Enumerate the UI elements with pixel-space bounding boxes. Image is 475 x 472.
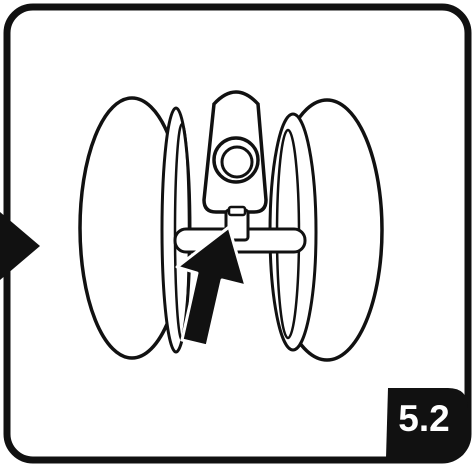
release-button xyxy=(227,205,247,217)
left-wheel xyxy=(78,96,192,360)
push-direction-arrow-icon xyxy=(175,225,248,348)
caster-housing xyxy=(202,90,268,242)
next-step-arrow-icon xyxy=(0,212,40,280)
step-badge xyxy=(386,388,468,460)
step-number: 5.2 xyxy=(398,398,450,439)
